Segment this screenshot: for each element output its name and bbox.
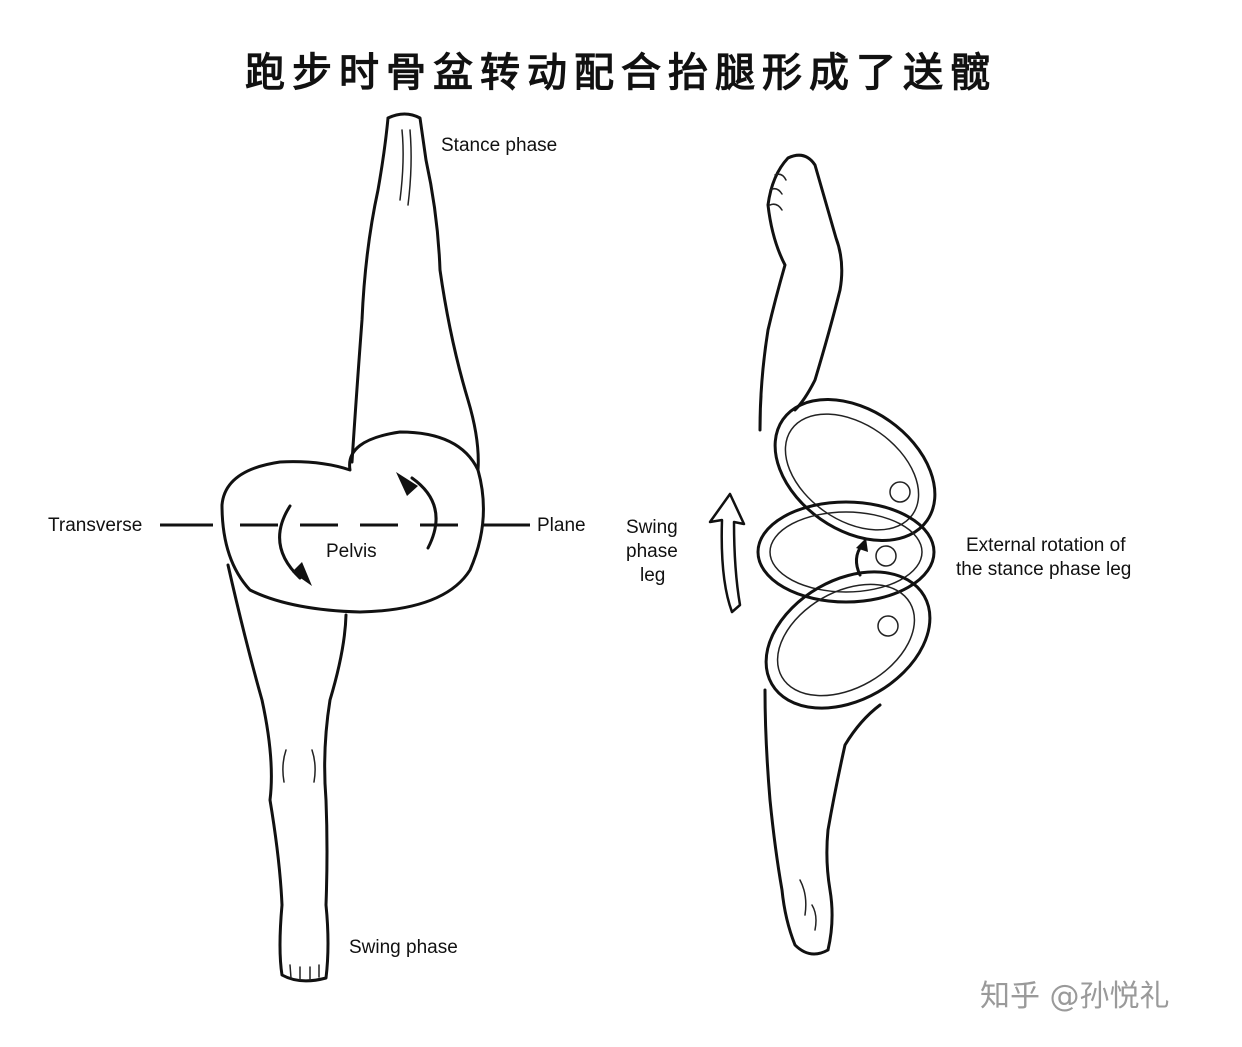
pelvis-ring-top <box>773 398 937 542</box>
pelvis-ring-middle-inner <box>769 511 923 593</box>
hip-joint-top <box>889 481 911 503</box>
stance-phase-label: Stance phase <box>441 135 557 156</box>
stance-foot-lines <box>399 129 412 206</box>
swing-up-arrow <box>708 492 746 614</box>
lower-leg-detail <box>799 879 817 931</box>
stance-leg-outline <box>350 112 480 472</box>
watermark: 知乎 @孙悦礼 <box>980 979 1170 1014</box>
swing-label-line-2: phase <box>626 541 678 562</box>
hip-joint-bottom <box>877 615 899 637</box>
external-rotation-label-line-2: the stance phase leg <box>956 559 1131 580</box>
hip-joint-middle <box>875 545 897 567</box>
transverse-label: Transverse <box>48 515 142 536</box>
pelvis-ring-bottom-inner <box>776 583 916 697</box>
upper-leg-outline <box>758 153 844 432</box>
upper-foot-toes <box>769 173 787 211</box>
external-rotation-label-line-1: External rotation of <box>966 535 1126 556</box>
swing-toes <box>289 964 320 981</box>
center-rotation-arrowhead <box>856 538 868 552</box>
pelvis-ring-top-inner <box>784 413 920 531</box>
plane-label: Plane <box>537 515 586 536</box>
swing-label-line-1: Swing <box>626 517 678 538</box>
rotation-arrow-right <box>410 476 438 550</box>
pelvis-outline <box>220 430 485 614</box>
swing-knee-lines <box>282 749 316 783</box>
page-title: 跑步时骨盆转动配合抬腿形成了送髋 <box>245 50 997 96</box>
pelvis-ring-middle <box>756 500 936 604</box>
pelvis-ring-bottom <box>764 570 932 710</box>
lower-leg-outline <box>763 688 882 956</box>
rotation-arrowhead-right <box>396 472 418 496</box>
right-rotation-diagram: Swing phase leg External rotation of the… <box>626 153 1131 956</box>
rotation-arrowhead-left <box>292 562 312 586</box>
swing-leg-outline <box>226 563 348 983</box>
left-pelvis-diagram: Stance phase Swing phase Transverse Plan… <box>48 112 586 983</box>
swing-phase-label: Swing phase <box>349 937 458 958</box>
pelvis-label: Pelvis <box>326 541 377 562</box>
swing-label-line-3: leg <box>640 565 665 586</box>
